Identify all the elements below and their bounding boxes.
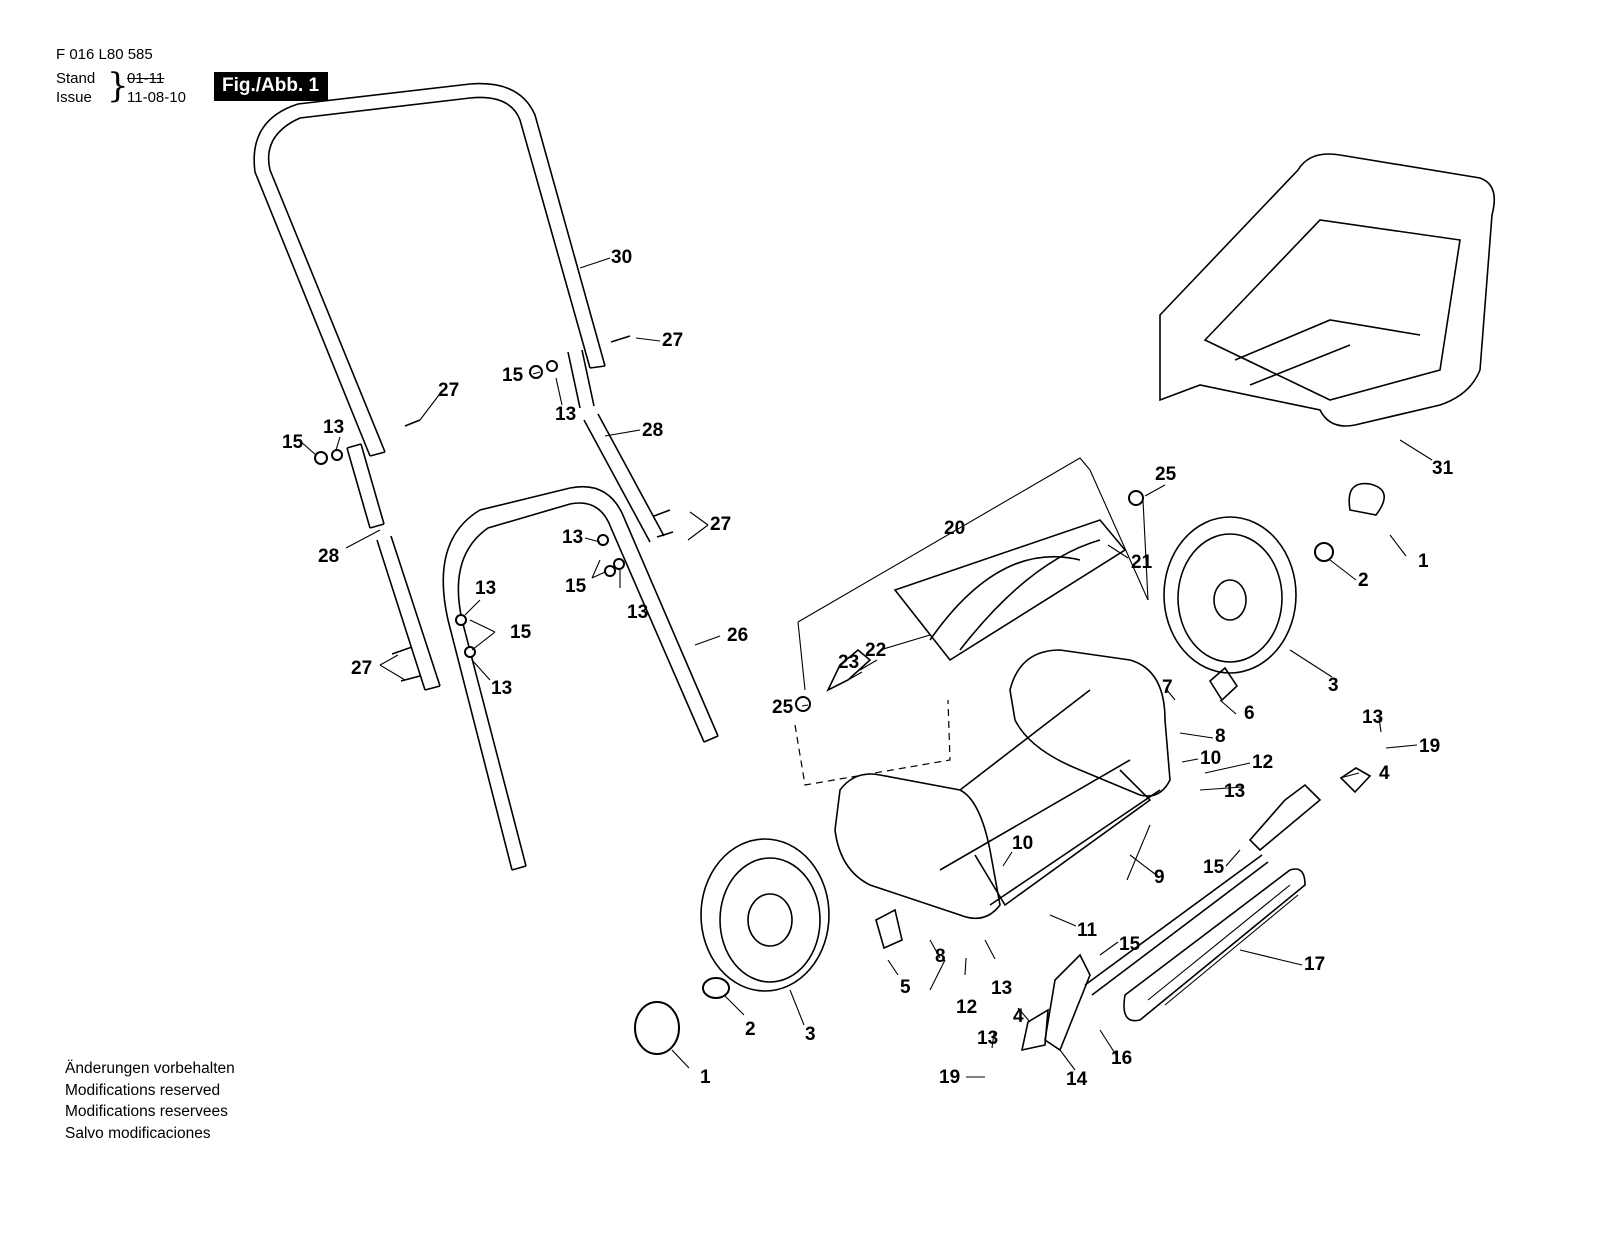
callout-20: 20 — [944, 518, 965, 539]
tube-28-left-drawing — [346, 443, 441, 691]
callout-30: 30 — [611, 247, 632, 268]
callout-25: 25 — [772, 697, 794, 718]
callout-15: 15 — [502, 365, 524, 386]
callout-8: 8 — [1215, 726, 1226, 747]
callout-19: 19 — [1419, 736, 1440, 757]
callout-15: 15 — [510, 622, 532, 643]
callout-13: 13 — [555, 404, 576, 425]
callout-22: 22 — [865, 640, 886, 661]
callout-2: 2 — [1358, 570, 1369, 591]
old-stand-date: 01-11 — [127, 70, 165, 87]
callout-17: 17 — [1304, 954, 1325, 975]
callout-16: 16 — [1111, 1048, 1132, 1069]
shaft-16-drawing — [1084, 854, 1269, 996]
callout-13: 13 — [491, 678, 512, 699]
callout-9: 9 — [1154, 867, 1165, 888]
callout-13: 13 — [475, 578, 496, 599]
callout-1: 1 — [700, 1067, 711, 1088]
callout-4: 4 — [1379, 763, 1390, 784]
brace-glyph: } — [107, 66, 129, 106]
callout-13: 13 — [323, 417, 344, 438]
left-wheel-3-drawing — [700, 838, 830, 992]
callout-28: 28 — [642, 420, 663, 441]
callout-19: 19 — [939, 1067, 960, 1088]
notice-line-spanish: Salvo modificaciones — [65, 1124, 211, 1142]
callout-23: 23 — [838, 652, 859, 673]
tube-28-right-drawing — [567, 349, 665, 543]
callout-2: 2 — [745, 1019, 756, 1040]
leader-lines — [299, 257, 1433, 1078]
callout-13: 13 — [991, 978, 1012, 999]
callout-13: 13 — [977, 1028, 998, 1049]
callout-1: 1 — [1418, 551, 1429, 572]
callout-3: 3 — [1328, 675, 1339, 696]
callout-7: 7 — [1162, 677, 1173, 698]
callout-10: 10 — [1200, 748, 1221, 769]
callout-12: 12 — [956, 997, 977, 1018]
callout-15: 15 — [1203, 857, 1225, 878]
callout-27: 27 — [351, 658, 372, 679]
callout-28: 28 — [318, 546, 339, 567]
document-number: F 016 L80 585 — [56, 46, 153, 63]
callout-4: 4 — [1013, 1006, 1024, 1027]
lower-handle-26-drawing — [442, 486, 719, 871]
mower-frame-drawing — [834, 649, 1171, 920]
roller-17-drawing — [1123, 868, 1306, 1022]
callout-5: 5 — [900, 977, 911, 998]
callout-10: 10 — [1012, 833, 1033, 854]
notice-line-german: Änderungen vorbehalten — [65, 1060, 235, 1077]
callout-15: 15 — [1119, 934, 1141, 955]
upper-handle-drawing — [253, 82, 606, 457]
callout-13: 13 — [562, 527, 583, 548]
grass-box-31-drawing — [1159, 153, 1496, 427]
callout-8: 8 — [935, 946, 946, 967]
stand-label: Stand — [56, 70, 96, 87]
modifications-notice: Änderungen vorbehalten Modifications res… — [65, 1058, 235, 1144]
callout-15: 15 — [282, 432, 304, 453]
callout-6: 6 — [1244, 703, 1255, 724]
callout-3: 3 — [805, 1024, 816, 1045]
issue-label: Issue — [56, 89, 92, 106]
figure-label: Fig./Abb. 1 — [214, 72, 329, 101]
callout-14: 14 — [1066, 1069, 1088, 1090]
callout-13: 13 — [1224, 781, 1245, 802]
callout-27: 27 — [710, 514, 731, 535]
callout-25: 25 — [1155, 464, 1177, 485]
callout-31: 31 — [1432, 458, 1454, 479]
callout-11: 11 — [1077, 920, 1098, 941]
callout-numbers: 30 27 27 15 13 15 13 28 28 27 13 15 13 1… — [282, 247, 1454, 1090]
reel-assembly-drawing — [794, 457, 1149, 786]
callout-13: 13 — [1362, 707, 1383, 728]
callout-13: 13 — [627, 602, 648, 623]
misc-small-parts-drawing — [634, 482, 1385, 1055]
issue-date: 11-08-10 — [127, 89, 186, 106]
callout-12: 12 — [1252, 752, 1273, 773]
notice-line-english: Modifications reserved — [65, 1081, 221, 1099]
callout-15: 15 — [565, 576, 587, 597]
callout-27: 27 — [438, 380, 459, 401]
right-wheel-3-drawing — [1163, 516, 1297, 674]
callout-21: 21 — [1131, 552, 1153, 573]
callout-26: 26 — [727, 625, 748, 646]
notice-line-french: Modifications reservees — [65, 1103, 228, 1120]
callout-27: 27 — [662, 330, 683, 351]
